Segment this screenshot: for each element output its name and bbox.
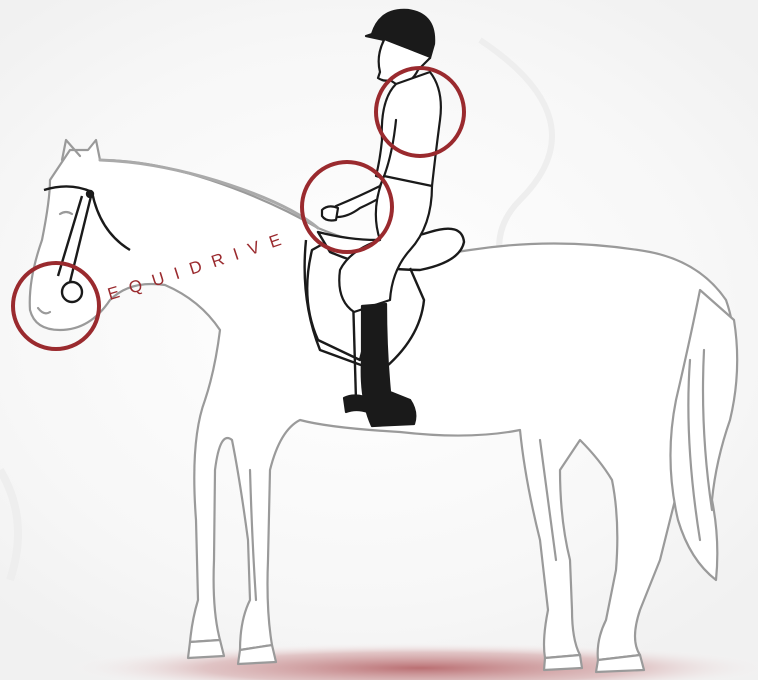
stirrup xyxy=(344,395,372,412)
horse-hoof-back-2 xyxy=(544,655,582,670)
horse-hoof-front-2 xyxy=(188,640,224,658)
ground-shadow xyxy=(60,642,758,680)
background-swirl-left xyxy=(0,470,18,580)
rider-hand xyxy=(322,206,338,220)
